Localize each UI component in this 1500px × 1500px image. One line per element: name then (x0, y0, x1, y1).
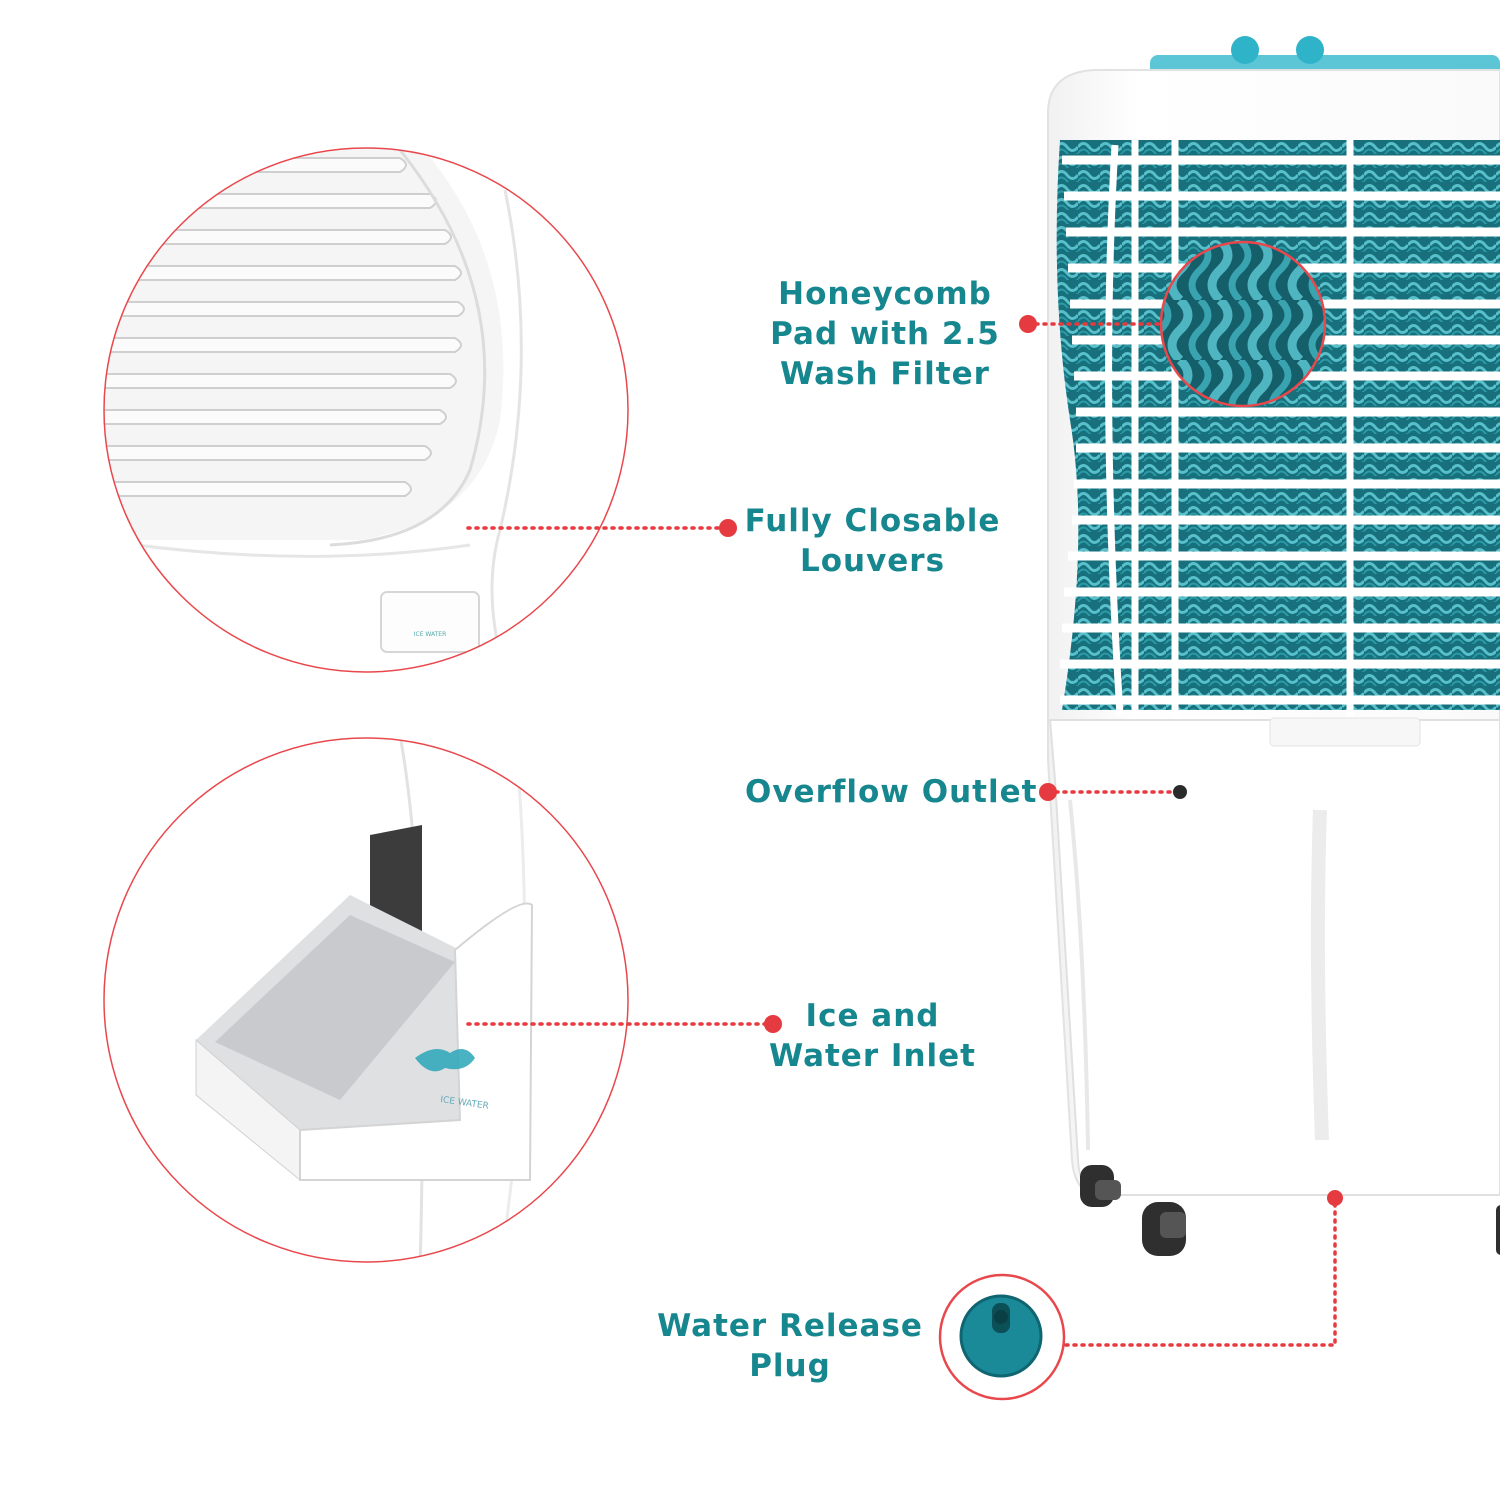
honeycomb-pad-zoom-icon (1159, 240, 1327, 408)
honeycomb-pad-area (1056, 140, 1500, 710)
label-line: Ice and (805, 998, 940, 1034)
dot-plug (1327, 1190, 1343, 1206)
connector-dots (719, 315, 1343, 1206)
dot-honeycomb (1019, 315, 1037, 333)
label-honeycomb-pad: Honeycomb Pad with 2.5 Wash Filter (760, 274, 1010, 394)
air-cooler-product (1047, 36, 1500, 1256)
overflow-hole-icon (1173, 785, 1187, 799)
label-water-release-plug: Water Release Plug (650, 1306, 930, 1386)
label-line: Water Release (657, 1308, 923, 1344)
label-line: Plug (749, 1348, 831, 1384)
caster-wheels (1080, 1165, 1500, 1256)
connector-plug (1064, 1196, 1337, 1347)
drain-plug-zoom-icon (938, 1273, 1066, 1401)
control-knob-right (1296, 36, 1324, 64)
grille-vertical-bars (1105, 140, 1354, 720)
louver-zoom-icon: ICE WATER (103, 147, 629, 673)
label-overflow-outlet: Overflow Outlet (745, 772, 1038, 812)
label-line: Pad with 2.5 (770, 316, 1000, 352)
label-line: Wash Filter (780, 356, 990, 392)
label-line: Water Inlet (768, 1038, 976, 1074)
dot-overflow (1039, 783, 1057, 801)
ice-drawer-zoom-icon: ICE WATER (103, 737, 629, 1263)
water-tank (1048, 719, 1500, 1196)
connector-lines (466, 322, 1337, 1347)
control-knob-left (1231, 36, 1259, 64)
dot-louvers (719, 519, 737, 537)
svg-text:ICE WATER: ICE WATER (414, 631, 447, 638)
label-line: Honeycomb (778, 276, 992, 312)
label-line: Louvers (799, 543, 946, 579)
brand-tag-small (380, 591, 480, 653)
label-line: Fully Closable (744, 503, 1001, 539)
dot-inlet (764, 1015, 782, 1033)
label-ice-water-inlet: Ice and Water Inlet (765, 996, 980, 1076)
label-line: Overflow Outlet (745, 774, 1038, 810)
label-closable-louvers: Fully Closable Louvers (740, 501, 1005, 581)
